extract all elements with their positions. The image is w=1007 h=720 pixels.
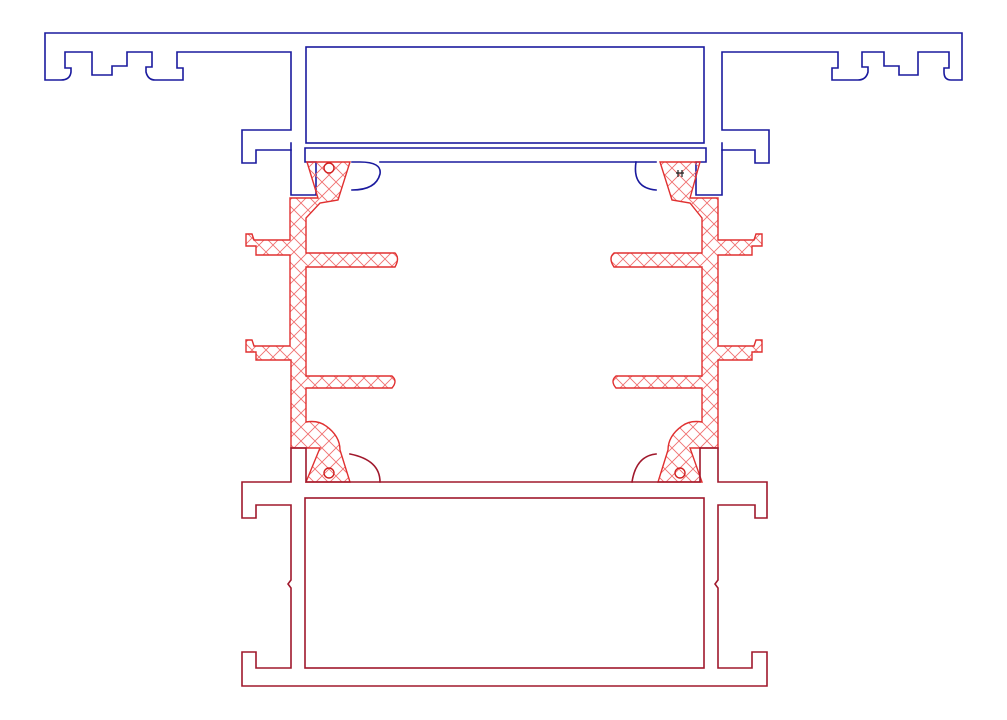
upper-chamber <box>305 46 705 144</box>
bottom-right-bead <box>674 467 686 479</box>
upper-flange-outline <box>44 32 963 196</box>
upper-web-arcs <box>351 161 657 191</box>
lower-frame-outline <box>241 447 768 687</box>
top-right-clip <box>676 170 684 177</box>
bottom-left-bead <box>323 467 335 479</box>
thermal-break-insert <box>245 161 763 483</box>
top-left-bead <box>323 162 335 174</box>
upper-chamber-base <box>290 142 723 151</box>
left-insulator-strip <box>245 161 399 483</box>
right-insulator-strip <box>610 161 763 483</box>
lower-web-arcs <box>349 453 657 483</box>
upper-profile <box>44 32 963 196</box>
lower-chamber <box>304 497 705 669</box>
lower-profile <box>241 447 768 687</box>
